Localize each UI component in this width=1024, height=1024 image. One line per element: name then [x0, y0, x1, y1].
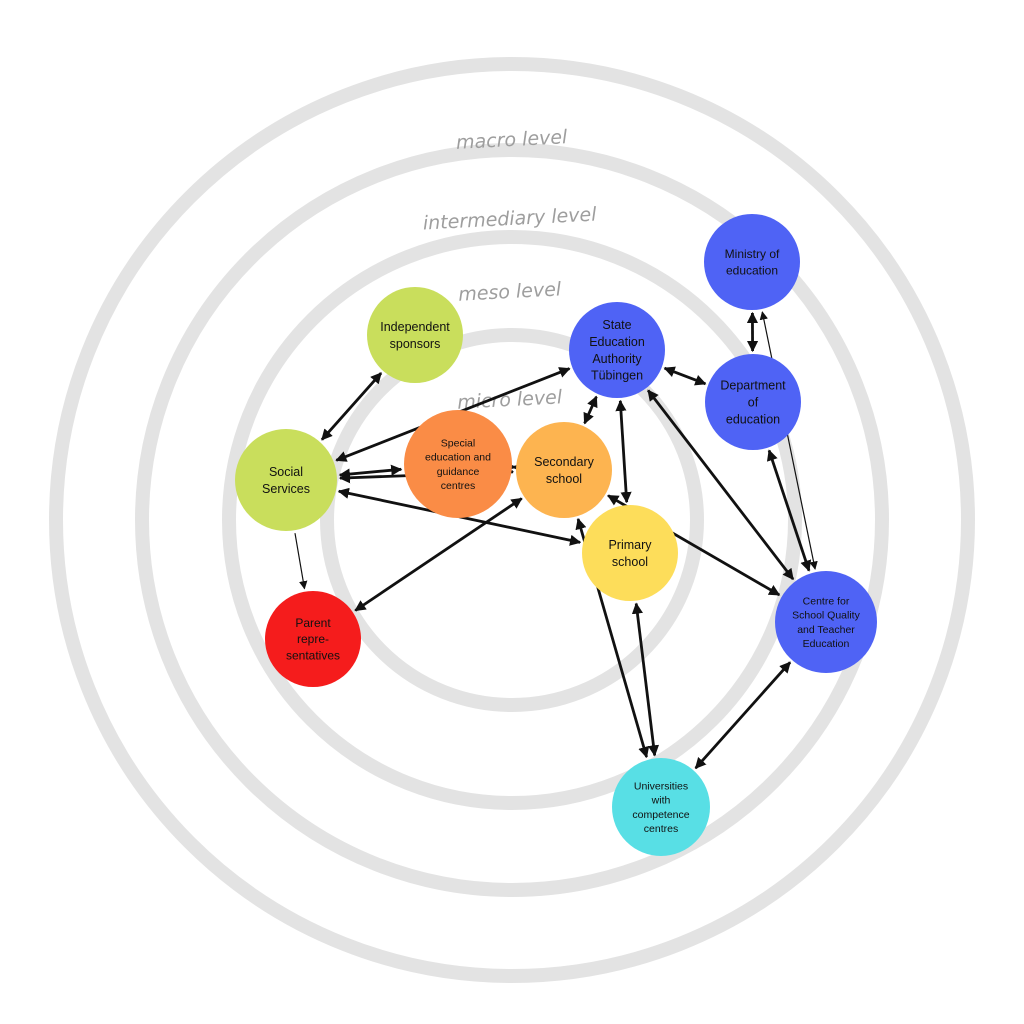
level-label-micro: micro level [457, 386, 564, 413]
arrow-department-centre [766, 449, 812, 572]
node-label-centre: School Quality [792, 610, 860, 622]
level-labels: macro level intermediary level meso leve… [422, 126, 597, 414]
node-label-special: guidance [437, 466, 480, 478]
arrow-centre-universities [694, 661, 792, 770]
node-department: Department of education [705, 354, 801, 450]
node-label-special: Special [441, 437, 475, 449]
node-universities: Universities with competence centres [612, 758, 710, 856]
node-label-department: Department [720, 379, 786, 393]
node-label-universities: competence [632, 809, 689, 821]
node-ministry: Ministry of education [704, 214, 800, 310]
node-label-universities: centres [644, 823, 678, 835]
node-special: Special education and guidance centres [404, 410, 512, 518]
node-label-ministry: education [726, 263, 778, 277]
node-label-social: Social [269, 465, 303, 479]
node-label-universities: Universities [634, 780, 688, 792]
node-label-state: Education [589, 335, 645, 349]
node-label-secondary: Secondary [534, 455, 595, 469]
node-circle-social [235, 429, 337, 531]
node-label-state: State [602, 318, 631, 332]
node-label-primary: Primary [608, 538, 652, 552]
level-label-intermediary: intermediary level [422, 203, 597, 234]
node-label-social: Services [262, 482, 310, 496]
arrow-secondary-parent [354, 497, 523, 612]
ring-macro [135, 143, 889, 897]
node-label-parent: Parent [295, 616, 331, 630]
arrow-state-secondary [583, 395, 598, 425]
node-label-ministry: Ministry of [725, 247, 780, 261]
node-circle-centre [775, 571, 877, 673]
node-primary: Primary school [582, 505, 678, 601]
node-label-centre: and Teacher [797, 624, 855, 636]
node-circle-sponsors [367, 287, 463, 383]
arrow-primary-universities [631, 602, 660, 757]
arrow-state-primary [615, 399, 632, 504]
node-circle-secondary [516, 422, 612, 518]
level-label-meso: meso level [458, 278, 563, 305]
node-secondary: Secondary school [516, 422, 612, 518]
node-label-centre: Education [803, 638, 850, 650]
node-label-state: Authority [592, 352, 642, 366]
node-parent: Parent repre-sentatives [265, 591, 361, 687]
arrow-social-parent [294, 533, 308, 590]
arrow-sponsors-social [320, 372, 383, 441]
node-label-department: of [748, 395, 759, 409]
node-sponsors: Independent sponsors [367, 287, 463, 383]
node-label-special: centres [441, 480, 475, 492]
ring-outermost [49, 57, 975, 983]
node-circle-state [569, 302, 665, 398]
arrow-state-department [663, 366, 707, 386]
node-label-universities: with [651, 795, 671, 807]
level-rings [49, 57, 975, 983]
node-label-secondary: school [546, 472, 582, 486]
node-label-department: education [726, 412, 780, 426]
node-circle-parent [265, 591, 361, 687]
node-label-special: education and [425, 452, 491, 464]
node-label-parent: repre- [297, 632, 329, 646]
node-label-sponsors: Independent [380, 320, 450, 334]
node-circle-department [705, 354, 801, 450]
node-label-state: Tübingen [591, 369, 643, 383]
arrow-social-special [338, 464, 403, 480]
node-label-centre: Centre for [803, 595, 850, 607]
node-circle-special [404, 410, 512, 518]
actor-nodes: Ministry ofeducationDepartmentofeducatio… [235, 214, 877, 856]
node-label-parent: sentatives [286, 648, 340, 662]
node-label-primary: school [612, 555, 648, 569]
node-label-sponsors: sponsors [390, 337, 441, 351]
node-circle-primary [582, 505, 678, 601]
node-circle-universities [612, 758, 710, 856]
node-circle-ministry [704, 214, 800, 310]
